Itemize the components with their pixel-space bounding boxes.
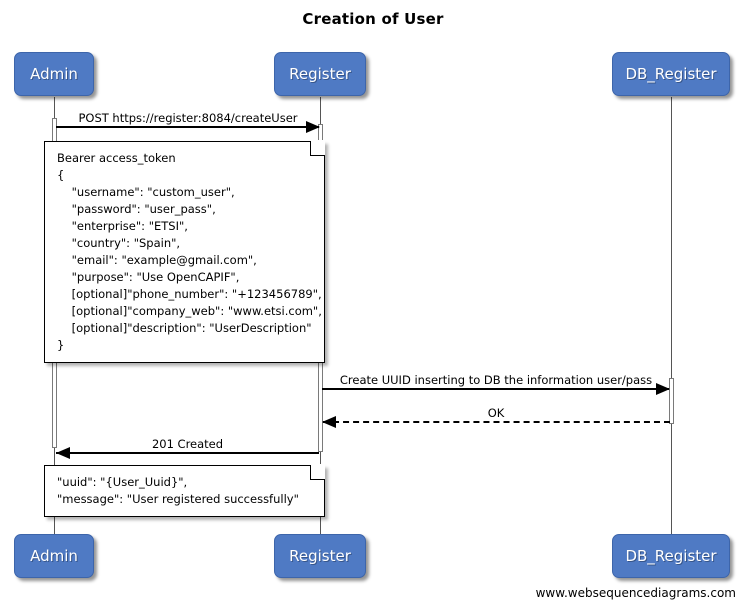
footer-watermark: www.websequencediagrams.com — [535, 586, 736, 600]
lifeline-db-register — [671, 97, 672, 537]
note-fold-icon — [310, 140, 325, 156]
message-label-ok: OK — [487, 406, 505, 420]
participant-label: Admin — [30, 546, 78, 565]
participant-label: DB_Register — [625, 546, 717, 565]
message-label-create-uuid: Create UUID inserting to DB the informat… — [339, 373, 653, 387]
message-line-create-uuid — [322, 388, 669, 390]
message-arrowhead-201-created — [56, 447, 70, 459]
page-title: Creation of User — [302, 10, 444, 28]
note-request-text: Bearer access_token { "username": "custo… — [57, 151, 322, 352]
message-arrowhead-post — [306, 121, 320, 133]
message-label-post: POST https://register:8084/createUser — [78, 111, 298, 125]
note-response-text: "uuid": "{User_Uuid}", "message": "User … — [57, 475, 299, 506]
participant-label: Admin — [30, 64, 78, 83]
participant-register-bottom[interactable]: Register — [274, 534, 366, 578]
participant-label: Register — [289, 546, 351, 565]
participant-db-register-bottom[interactable]: DB_Register — [612, 534, 730, 578]
message-line-ok — [323, 421, 670, 423]
activation-db-register — [669, 378, 674, 424]
message-line-post — [56, 126, 319, 128]
message-arrowhead-create-uuid — [656, 383, 670, 395]
participant-label: Register — [289, 64, 351, 83]
message-line-201-created — [56, 452, 319, 454]
participant-admin-top[interactable]: Admin — [14, 52, 94, 96]
participant-label: DB_Register — [625, 64, 717, 83]
note-request: Bearer access_token { "username": "custo… — [44, 140, 325, 363]
participant-register-top[interactable]: Register — [274, 52, 366, 96]
message-label-201-created: 201 Created — [151, 437, 224, 451]
note-response: "uuid": "{User_Uuid}", "message": "User … — [44, 464, 325, 517]
participant-admin-bottom[interactable]: Admin — [14, 534, 94, 578]
participant-db-register-top[interactable]: DB_Register — [612, 52, 730, 96]
note-fold-icon — [310, 464, 325, 480]
message-arrowhead-ok — [322, 416, 336, 428]
